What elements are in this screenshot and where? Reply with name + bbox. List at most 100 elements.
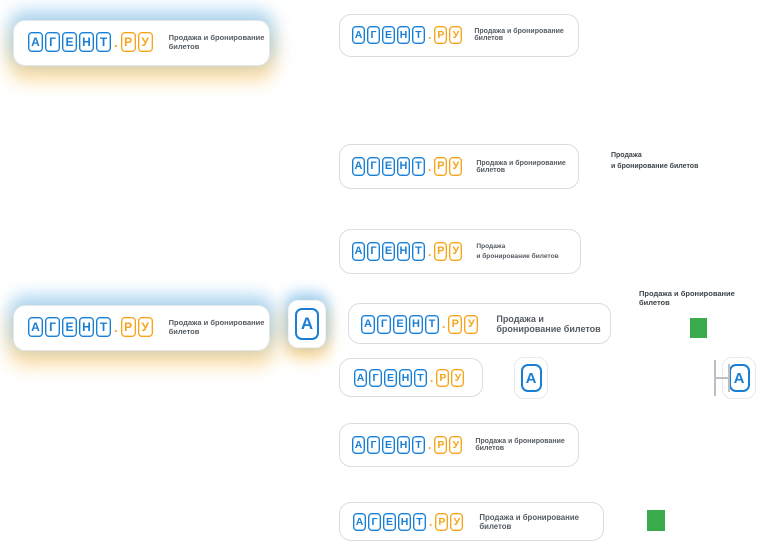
logo-tile-u: У — [451, 369, 465, 387]
logo-tile-a: А — [28, 32, 43, 52]
logo-tile-g: Г — [369, 369, 382, 387]
logo-tile-g: Г — [367, 242, 380, 262]
app-icon-letter-a: А — [728, 364, 750, 392]
logo-tile-u: У — [450, 513, 464, 531]
logo-tiles: А Г Е Н Т . Р У — [28, 32, 153, 52]
logo-dot: . — [428, 244, 432, 259]
green-swatch-upper — [690, 318, 707, 338]
app-icon-letter-a: А — [295, 308, 319, 340]
logo-tile-r: Р — [435, 513, 449, 531]
logo-tile-n: Н — [79, 32, 94, 52]
logo-tile-n: Н — [79, 317, 94, 337]
logo-card-row-3[interactable]: А Г Е Н Т . Р У Продажа и бронирование б… — [339, 229, 581, 274]
logo-tile-u: У — [464, 314, 479, 334]
side-note-two-line: Продажа и бронирование билетов — [611, 152, 699, 170]
logo-tile-u: У — [449, 436, 463, 454]
logo-tile-t: Т — [414, 369, 427, 387]
logo-tagline: Продажа и бронирование билетов — [479, 513, 579, 531]
logo-tile-r: Р — [434, 242, 448, 262]
logo-tile-n: Н — [398, 513, 411, 531]
logo-tagline: Продажа и бронирование билетов — [168, 33, 265, 51]
logo-card-row-1[interactable]: А Г Е Н Т . Р У Продажа и бронирование б… — [339, 14, 579, 57]
logo-dot: . — [429, 515, 433, 529]
logo-tile-e: Е — [382, 157, 395, 176]
logo-tile-n: Н — [397, 242, 410, 262]
logo-card-row-7[interactable]: А Г Е Н Т . Р У Продажа и бронирование б… — [339, 502, 604, 541]
logo-tile-g: Г — [367, 26, 380, 44]
logo-tagline: Продажа и бронирование билетов — [474, 28, 564, 42]
logo-tile-e: Е — [382, 436, 395, 454]
logo-tile-t: Т — [96, 317, 111, 337]
logo-tile-r: Р — [436, 369, 450, 387]
logo-tile-r: Р — [448, 314, 463, 334]
logo-tile-t: Т — [412, 436, 425, 454]
logo-tile-r: Р — [434, 26, 448, 44]
logo-tagline: Продажа и бронирование билетов — [475, 438, 565, 452]
logo-dot: . — [428, 159, 432, 174]
logo-tile-n: Н — [399, 369, 412, 387]
logo-dot: . — [430, 371, 434, 385]
logo-dot: . — [442, 317, 446, 331]
logo-dot: . — [428, 28, 432, 42]
logo-tagline: Продажа и бронирование билетов — [496, 314, 601, 334]
logo-tile-t: Т — [96, 32, 111, 52]
logo-tile-e: Е — [384, 369, 397, 387]
logo-tile-a: А — [353, 513, 366, 531]
logo-tile-a: А — [352, 157, 365, 176]
logo-tile-r: Р — [120, 32, 136, 52]
logo-tile-t: Т — [413, 513, 426, 531]
logo-tagline: Продажа и бронирование билетов — [476, 159, 566, 174]
logo-tile-a: А — [352, 26, 365, 44]
logo-tile-g: Г — [45, 317, 60, 337]
logo-tile-e: Е — [382, 26, 395, 44]
logo-tile-u: У — [137, 32, 153, 52]
logo-tile-n: Н — [397, 157, 410, 176]
logo-tile-r: Р — [434, 157, 448, 176]
app-icon-tile-plain[interactable]: А — [514, 357, 548, 399]
logo-card-row-5-mark-only[interactable]: А Г Е Н Т . Р У — [339, 358, 483, 397]
logo-tile-a: А — [354, 369, 367, 387]
logo-tile-u: У — [449, 157, 463, 176]
green-swatch-lower — [647, 510, 665, 531]
logo-card-hero-top-left[interactable]: А Г Е Н Т . Р У Продажа и бронирование б… — [13, 20, 270, 66]
logo-tile-g: Г — [367, 436, 380, 454]
logo-tiles: А Г Е Н Т . Р У — [361, 314, 479, 334]
logo-tiles: А Г Е Н Т . Р У — [352, 26, 463, 44]
logo-tile-g: Г — [368, 513, 381, 531]
logo-tile-t: Т — [412, 157, 425, 176]
logo-tiles: А Г Е Н Т . Р У — [353, 513, 464, 531]
logo-dot: . — [114, 34, 118, 50]
logo-tile-n: Н — [397, 26, 410, 44]
logo-card-row-2[interactable]: А Г Е Н Т . Р У Продажа и бронирование б… — [339, 144, 579, 189]
logo-tile-t: Т — [425, 314, 439, 334]
app-icon-tile-glow[interactable]: А — [288, 300, 326, 348]
measure-bracket — [714, 360, 730, 396]
logo-tile-u: У — [449, 242, 463, 262]
side-note-one-line: Продажа и бронирование билетов — [639, 289, 735, 307]
logo-tile-r: Р — [120, 317, 136, 337]
app-icon-letter-a: А — [520, 364, 542, 392]
logo-tile-a: А — [28, 317, 43, 337]
logo-tiles: А Г Е Н Т . Р У — [352, 242, 463, 262]
logo-dot: . — [428, 438, 432, 452]
logo-tile-g: Г — [45, 32, 60, 52]
logo-tile-t: Т — [412, 26, 425, 44]
logo-tagline-two-line: Продажа и бронирование билетов — [476, 243, 559, 260]
logo-tiles: А Г Е Н Т . Р У — [28, 317, 153, 337]
logo-tile-u: У — [137, 317, 153, 337]
logo-tile-e: Е — [62, 32, 77, 52]
logo-tiles: А Г Е Н Т . Р У — [352, 157, 463, 176]
logo-tile-g: Г — [377, 314, 391, 334]
logo-tile-e: Е — [383, 513, 396, 531]
logo-tiles: А Г Е Н Т . Р У — [352, 436, 463, 454]
logo-card-row-4[interactable]: А Г Е Н Т . Р У Продажа и бронирование б… — [348, 303, 611, 344]
logo-card-hero-bottom-left[interactable]: А Г Е Н Т . Р У Продажа и бронирование б… — [13, 305, 270, 351]
logo-card-row-6[interactable]: А Г Е Н Т . Р У Продажа и бронирование б… — [339, 423, 579, 467]
logo-tile-u: У — [449, 26, 463, 44]
logo-tile-e: Е — [382, 242, 395, 262]
logo-tile-a: А — [361, 314, 375, 334]
logo-tile-e: Е — [393, 314, 407, 334]
logo-dot: . — [114, 319, 118, 335]
logo-tile-r: Р — [434, 436, 448, 454]
logo-tile-a: А — [352, 436, 365, 454]
